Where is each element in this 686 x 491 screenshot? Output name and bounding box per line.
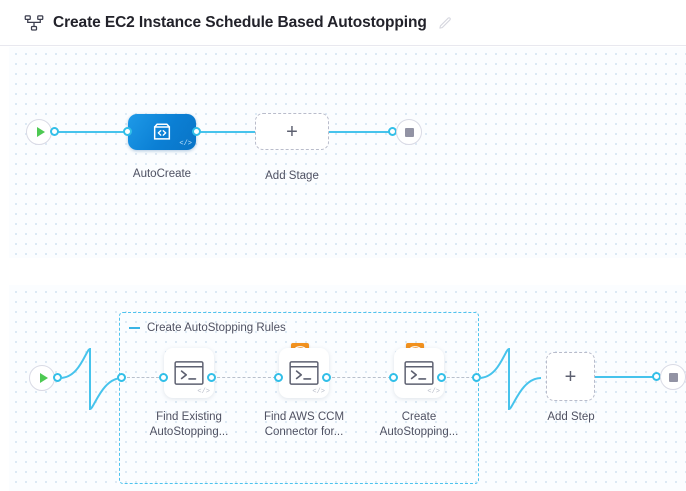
code-badge-icon: </>	[427, 388, 440, 396]
edit-pencil-icon[interactable]	[438, 15, 453, 30]
add-step-label: Add Step	[547, 411, 595, 423]
step-label-3-line1: Create	[401, 411, 437, 423]
wire-add-step-to-end	[595, 376, 655, 378]
step-label-3-line2: AutoStopping...	[379, 426, 459, 438]
start-node-port[interactable]	[50, 127, 59, 136]
wire-stage-to-add	[195, 131, 267, 133]
wire-step-1-to-2	[212, 377, 276, 378]
template-code-icon	[153, 123, 171, 140]
step-3-output-port[interactable]	[437, 373, 446, 382]
add-stage-label: Add Stage	[265, 170, 319, 182]
plus-icon: +	[564, 365, 577, 388]
page-title: Create EC2 Instance Schedule Based Autos…	[53, 13, 427, 31]
wire-start-to-stage	[53, 131, 135, 133]
add-stage-button[interactable]: +	[255, 113, 329, 150]
plus-icon: +	[286, 120, 298, 143]
step-node-find-existing-autostopping[interactable]: </>	[164, 348, 214, 398]
step-3-input-port[interactable]	[389, 373, 398, 382]
step-label-2-line1: Find AWS CCM	[263, 411, 345, 423]
step-label-1-line2: AutoStopping...	[149, 426, 229, 438]
pipeline-end-node[interactable]	[396, 119, 422, 145]
stage-end-node[interactable]	[660, 364, 686, 390]
step-label-1-line1: Find Existing	[156, 411, 222, 423]
wire-step-2-to-3	[327, 377, 391, 378]
step-node-create-autostopping[interactable]: </>	[394, 348, 444, 398]
step-1-input-port[interactable]	[159, 373, 168, 382]
step-group-title: Create AutoStopping Rules	[147, 322, 286, 334]
stage-start-node[interactable]	[29, 365, 55, 391]
step-2-output-port[interactable]	[322, 373, 331, 382]
play-icon	[36, 127, 45, 137]
stop-icon	[404, 127, 414, 137]
stage-input-port[interactable]	[123, 127, 132, 136]
stage-entry-connector	[60, 347, 122, 411]
group-input-port[interactable]	[117, 373, 126, 382]
step-2-input-port[interactable]	[274, 373, 283, 382]
stage-canvas[interactable]: </> AutoCreate + Add Stage	[9, 47, 686, 258]
shell-script-icon	[174, 361, 204, 385]
wire-group-to-step-1	[127, 377, 159, 378]
pipeline-start-node[interactable]	[26, 119, 52, 145]
code-badge-icon: </>	[197, 388, 210, 396]
step-label-2: Find AWS CCM Connector for...	[249, 410, 359, 440]
step-label-1: Find Existing AutoStopping...	[134, 410, 244, 440]
add-step-button[interactable]: +	[546, 352, 595, 401]
code-badge-icon: </>	[312, 388, 325, 396]
pipeline-icon	[24, 14, 44, 31]
step-node-find-aws-ccm-connector[interactable]: </>	[279, 348, 329, 398]
step-label-2-line2: Connector for...	[264, 426, 344, 438]
stage-exit-connector	[479, 347, 541, 411]
shell-script-icon	[289, 361, 319, 385]
step-group-create-autostopping-rules[interactable]	[119, 312, 479, 484]
stop-icon	[668, 372, 678, 382]
wire-step-3-to-group-out	[442, 377, 474, 378]
wire-add-to-end	[327, 131, 391, 133]
step-1-output-port[interactable]	[207, 373, 216, 382]
step-group-header[interactable]: Create AutoStopping Rules	[129, 322, 286, 334]
shell-script-icon	[404, 361, 434, 385]
minus-icon[interactable]	[129, 327, 140, 329]
stage-output-port[interactable]	[192, 127, 201, 136]
code-badge-icon: </>	[179, 140, 192, 148]
page-header: Create EC2 Instance Schedule Based Autos…	[0, 0, 686, 46]
stage-node-autocreate[interactable]: </>	[128, 114, 196, 150]
step-canvas[interactable]: Create AutoStopping Rules </> Find Exist…	[9, 285, 686, 491]
stage-label-autocreate: AutoCreate	[132, 168, 192, 180]
play-icon	[39, 373, 48, 383]
step-label-3: Create AutoStopping...	[364, 410, 474, 440]
